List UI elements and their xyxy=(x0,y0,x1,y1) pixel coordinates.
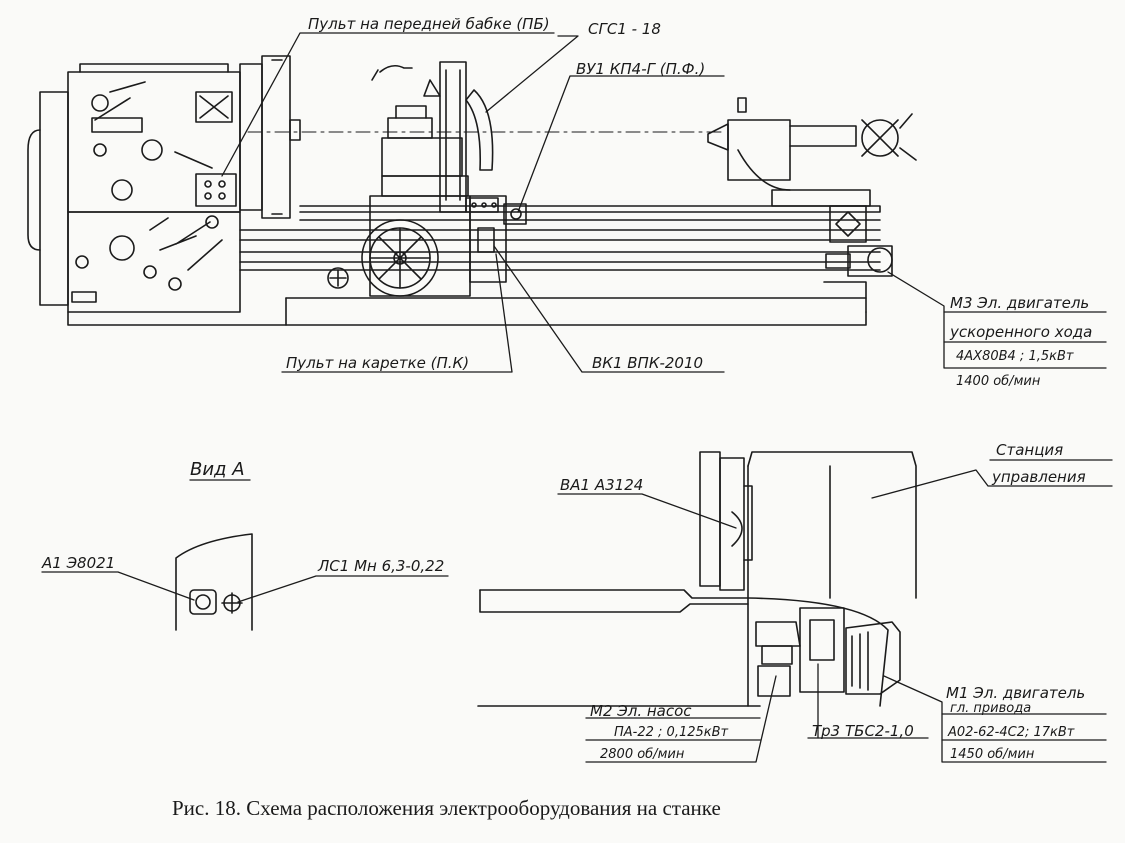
label-m3-speed: 1400 об/мин xyxy=(956,374,1041,389)
label-m3-model: 4АХ80В4 ; 1,5кВт xyxy=(956,349,1074,364)
label-m1-model: А02-62-4С2; 17кВт xyxy=(948,725,1075,740)
figure-caption: Рис. 18. Схема расположения электрообору… xyxy=(172,796,721,820)
label-sgs1: СГС1 - 18 xyxy=(588,20,661,38)
label-transformer: Тр3 ТБС2-1,0 xyxy=(812,722,914,740)
label-m2-speed: 2800 об/мин xyxy=(600,747,685,762)
label-ls1: ЛС1 Мн 6,3-0,22 xyxy=(318,557,445,575)
label-view-a: Вид А xyxy=(190,459,245,480)
label-m1-title: М1 Эл. двигатель xyxy=(946,684,1086,702)
bed xyxy=(67,205,881,326)
tailstock xyxy=(707,97,917,299)
label-m2-title: М2 Эл. насос xyxy=(590,702,692,720)
chuck xyxy=(239,55,301,219)
label-station-2: управления xyxy=(992,468,1086,486)
label-m1-purpose: гл. привода xyxy=(950,701,1032,716)
leader-lines xyxy=(41,32,1113,763)
carriage xyxy=(327,61,527,297)
label-station-1: Станция xyxy=(996,441,1064,459)
headstock xyxy=(27,63,241,313)
label-front-headstock-panel: Пульт на передней бабке (ПБ) xyxy=(308,15,550,33)
label-vu1: ВУ1 КП4-Г (П.Ф.) xyxy=(576,60,706,78)
label-a1: А1 Э8021 xyxy=(42,554,116,572)
label-va1: ВА1 А3124 xyxy=(560,476,644,494)
label-vk1: ВК1 ВПК-2010 xyxy=(592,354,704,372)
label-carriage-panel: Пульт на каретке (П.К) xyxy=(286,354,470,372)
label-m3-title: М3 Эл. двигатель xyxy=(950,294,1090,312)
label-m2-model: ПА-22 ; 0,125кВт xyxy=(614,725,729,740)
rear-view xyxy=(477,451,917,707)
label-m3-purpose: ускоренного хода xyxy=(950,323,1093,341)
view-a-panel xyxy=(175,533,253,631)
label-m1-speed: 1450 об/мин xyxy=(950,747,1035,762)
